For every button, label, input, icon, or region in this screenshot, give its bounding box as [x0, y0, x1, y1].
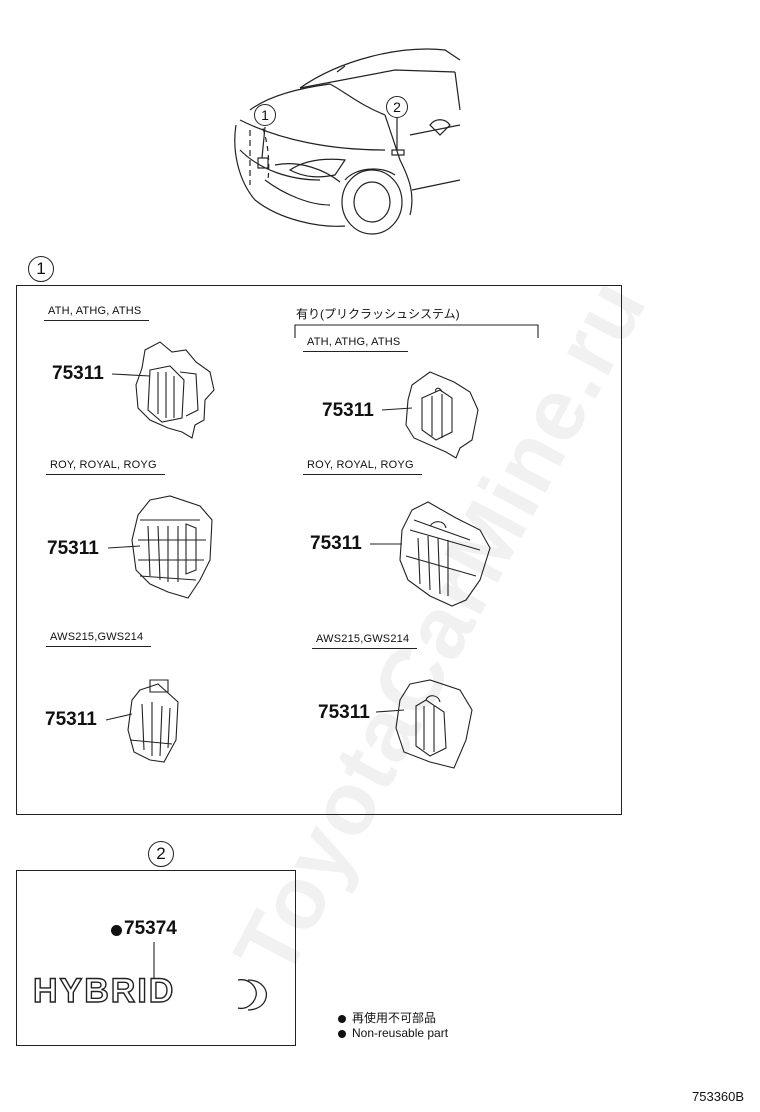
section1-frame — [16, 285, 622, 815]
overview-callout-1: 1 — [254, 104, 276, 126]
legend-en-text: Non-reusable part — [352, 1026, 449, 1040]
part-number-75311-ath-left: 75311 — [52, 363, 104, 384]
label-ath-right: ATH, ATHG, ATHS — [302, 336, 409, 352]
label-aws-right: AWS215,GWS214 — [311, 633, 418, 649]
car-overview-illustration — [234, 48, 461, 235]
legend-non-reusable-en: Non-reusable part — [338, 1026, 448, 1040]
non-reusable-dot-75374 — [111, 925, 122, 936]
legend-dot-icon — [338, 1029, 346, 1038]
part-number-75311-roy-right: 75311 — [310, 533, 362, 554]
label-ath-left: ATH, ATHG, ATHS — [43, 305, 150, 321]
figure-id: 753360B — [692, 1089, 745, 1104]
part-number-75311-ath-right: 75311 — [322, 400, 374, 421]
label-roy-right: ROY, ROYAL, ROYG — [303, 459, 422, 475]
legend-dot-icon — [338, 1014, 346, 1023]
part-number-75374: 75374 — [124, 918, 177, 939]
section2-marker: 2 — [148, 841, 174, 867]
label-aws-left: AWS215,GWS214 — [45, 631, 152, 647]
overview-callout-2: 2 — [386, 96, 408, 118]
section2-frame — [16, 870, 296, 1046]
label-roy-left: ROY, ROYAL, ROYG — [46, 459, 165, 475]
label-precrash-system: 有り(プリクラッシュシステム) — [296, 307, 460, 321]
legend-jp-text: 再使用不可部品 — [352, 1011, 437, 1025]
part-number-75311-aws-right: 75311 — [318, 702, 370, 723]
section1-marker: 1 — [28, 256, 54, 282]
hybrid-emblem-text: HYBRID — [32, 971, 176, 1010]
legend-non-reusable-jp: 再使用不可部品 — [338, 1009, 436, 1026]
part-number-75311-aws-left: 75311 — [45, 709, 97, 730]
part-number-75311-roy-left: 75311 — [47, 538, 99, 559]
